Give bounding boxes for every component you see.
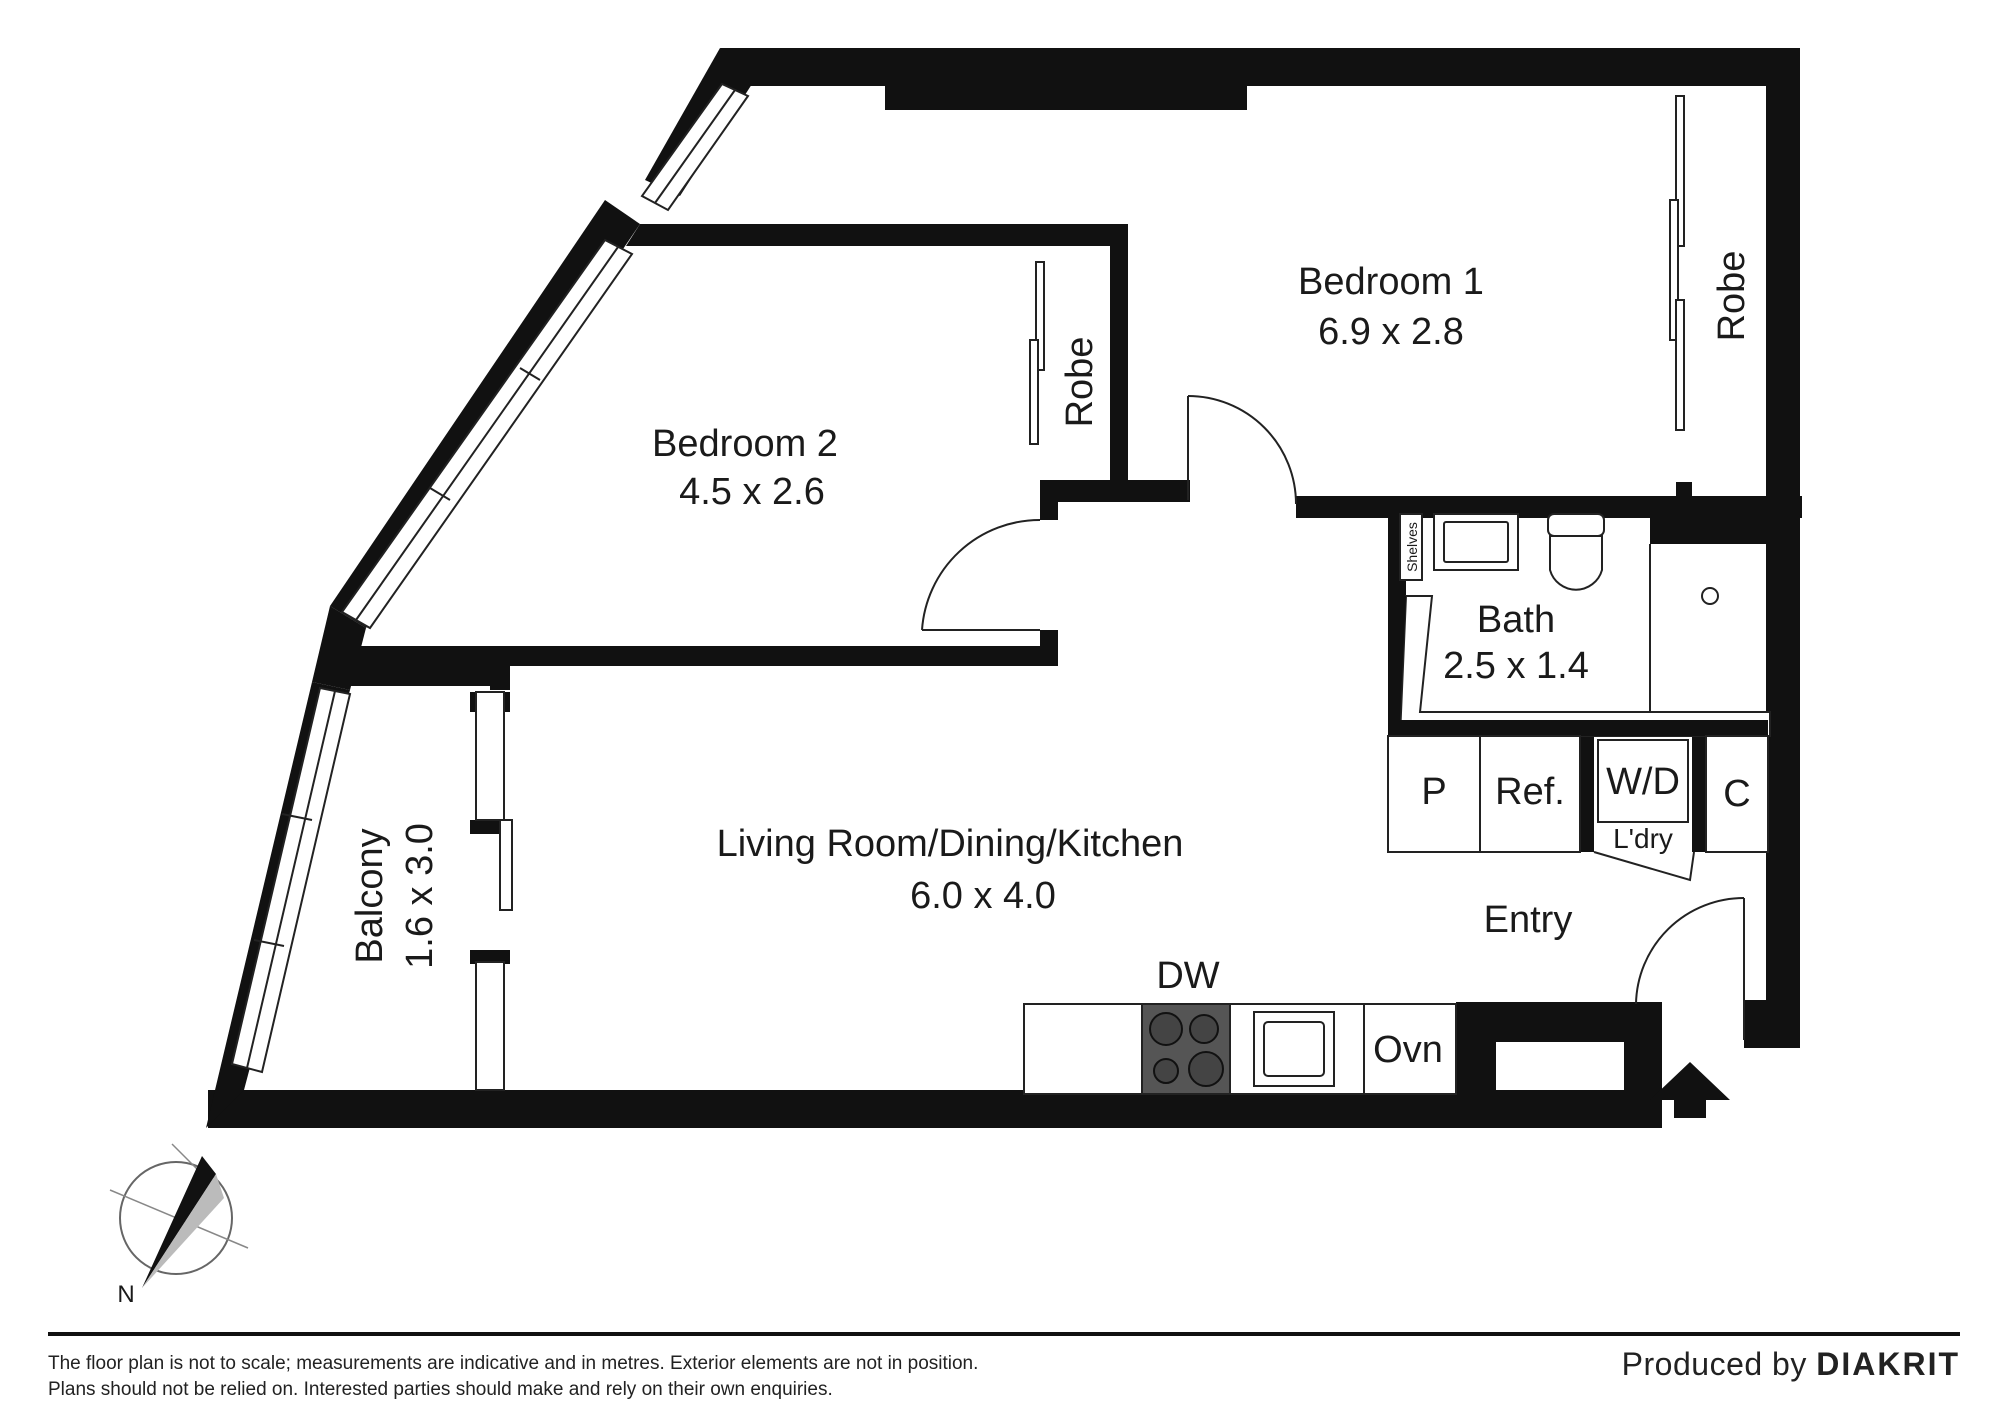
bed2-door-arc (921, 518, 1041, 631)
pantry-label: P (1421, 771, 1446, 813)
balcony-name: Balcony (349, 828, 391, 963)
laundry-label: L'dry (1613, 823, 1673, 854)
oven-label: Ovn (1373, 1029, 1443, 1071)
balcony-slider-1 (475, 691, 505, 821)
top-wall-slab (885, 84, 1247, 110)
balcony-top-wall (345, 646, 507, 686)
bedroom1-dims: 6.9 x 2.8 (1318, 311, 1464, 353)
laundry-door (1593, 851, 1695, 882)
exterior-walls (206, 48, 1800, 1128)
bench (1023, 1003, 1457, 1095)
laundry-left-wall (1580, 736, 1594, 852)
bath-bottom-wall (1388, 596, 1768, 736)
balcony-slider-2 (499, 819, 513, 911)
brand-logo: DIAKRIT (1816, 1346, 1960, 1382)
entry-name: Entry (1484, 899, 1573, 941)
entry-lower-wall (1456, 1002, 1638, 1042)
bed1-robe-door-c (1675, 299, 1685, 431)
producer-credit: Produced by DIAKRIT (1622, 1346, 1960, 1383)
bottom-wall (208, 1090, 1662, 1128)
cabinets (1387, 735, 1769, 853)
interior-walls (345, 224, 1802, 964)
compass-north-label: N (117, 1281, 134, 1308)
disclaimer-line-2: Plans should not be relied on. Intereste… (48, 1379, 833, 1400)
bed2-bottom-wall (345, 646, 1058, 666)
pantry-cabinet (1387, 735, 1481, 853)
bed1-robe-door-a (1675, 95, 1685, 247)
top-wall (720, 48, 1800, 86)
sliding-doors (475, 95, 1685, 1091)
labels: Bedroom 1 6.9 x 2.8 Bedroom 2 4.5 x 2.6 … (117, 251, 1753, 1308)
entry-arrow-icon (1650, 1062, 1730, 1118)
bed2-robe-door-a (1035, 261, 1045, 371)
bath-fixtures (1398, 513, 1771, 737)
dishwasher-label: DW (1156, 955, 1219, 997)
disclaimer-line-1: The floor plan is not to scale; measurem… (48, 1353, 979, 1374)
bed1-bottom-wall (1296, 496, 1802, 518)
living-dims: 6.0 x 4.0 (910, 875, 1056, 917)
cupboard-label: C (1723, 773, 1750, 815)
produced-by-text: Produced by (1621, 1346, 1807, 1382)
living-name: Living Room/Dining/Kitchen (717, 823, 1184, 865)
bedroom2-robe-label: Robe (1059, 337, 1101, 428)
bed2-lower-wall (1040, 480, 1190, 502)
bedroom2-name: Bedroom 2 (652, 423, 838, 465)
cupboard (1705, 735, 1769, 853)
kitchen-bench (1023, 1003, 1457, 1095)
disclaimer: The floor plan is not to scale; measurem… (48, 1351, 978, 1403)
fridge-space (1479, 735, 1581, 853)
toilet-bowl (1549, 535, 1603, 591)
right-lower-wall (1744, 1000, 1800, 1048)
swing-doors (921, 395, 1745, 1040)
bath-dims: 2.5 x 1.4 (1443, 645, 1589, 687)
balcony-slider-3 (475, 961, 505, 1091)
footer-rule (48, 1332, 1960, 1336)
bed2-right-wall (1110, 224, 1128, 496)
fridge-label: Ref. (1495, 771, 1565, 813)
bedroom1-robe-label: Robe (1711, 251, 1753, 342)
laundry-right-wall (1692, 736, 1706, 852)
bedroom1-name: Bedroom 1 (1298, 261, 1484, 303)
shelves-label: Shelves (1404, 522, 1420, 572)
entry-corner-wall (1624, 1002, 1662, 1128)
shelves (1399, 513, 1423, 581)
right-wall (1766, 48, 1800, 1048)
bath-name: Bath (1477, 599, 1555, 641)
windows (230, 82, 750, 1074)
bed2-door-jamb-top (1040, 480, 1058, 520)
compass-icon (109, 1143, 249, 1288)
balcony-dims: 1.6 x 3.0 (399, 823, 441, 969)
shower-top-wall (1650, 518, 1770, 544)
bed2-robe-door-b (1029, 339, 1039, 445)
shower-drain (1701, 587, 1719, 605)
washer-dryer (1597, 739, 1689, 823)
entry-door-arc (1635, 897, 1745, 1005)
bedroom2-dims: 4.5 x 2.6 (679, 471, 825, 513)
washer-dryer-label: W/D (1606, 761, 1680, 803)
bed1-robe-door-b (1669, 199, 1679, 341)
toilet-cistern (1547, 513, 1605, 537)
bed2-top-wall (626, 224, 1128, 246)
bed1-door-arc (1187, 395, 1297, 505)
